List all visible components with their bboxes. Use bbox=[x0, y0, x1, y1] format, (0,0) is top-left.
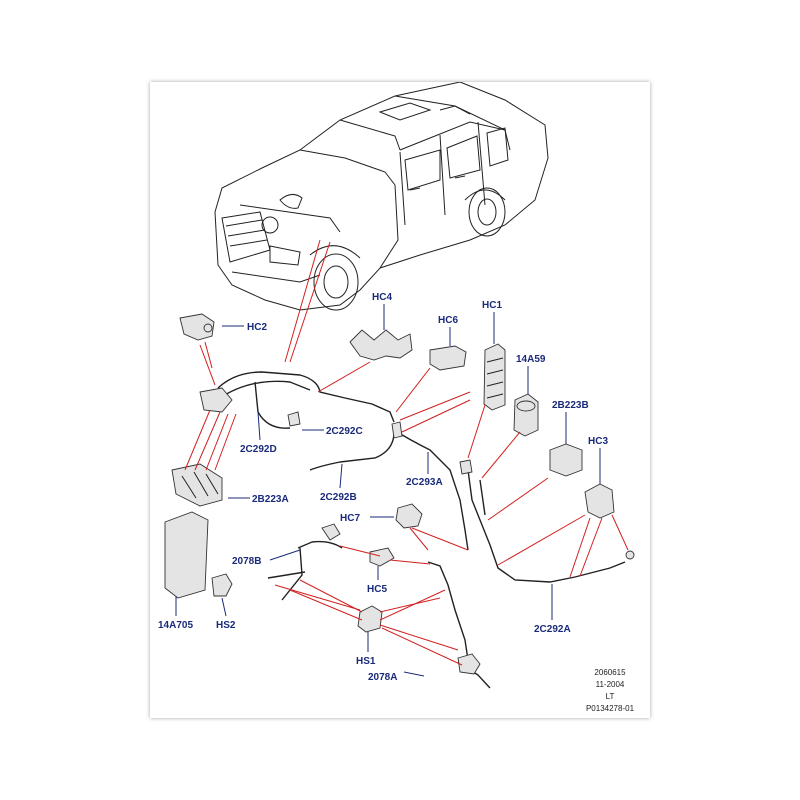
callout-2c292b: 2C292B bbox=[320, 492, 357, 503]
sensor-2078a-part bbox=[457, 653, 481, 675]
connector-left-part bbox=[199, 387, 233, 413]
clip-hc6-part bbox=[429, 345, 467, 371]
bracket-2b223a-part bbox=[171, 463, 223, 507]
callout-hc1: HC1 bbox=[482, 300, 502, 311]
callout-connectors bbox=[175, 304, 601, 652]
callout-14a59: 14A59 bbox=[516, 354, 546, 365]
callout-2078b: 2078B bbox=[232, 556, 261, 567]
callout-hc7: HC7 bbox=[340, 513, 360, 524]
callout-2b223b: 2B223B bbox=[552, 400, 589, 411]
bolt-hs2-part bbox=[211, 573, 233, 597]
clip-hc4-part bbox=[349, 329, 413, 361]
callout-2c292c: 2C292C bbox=[326, 426, 363, 437]
callout-2078a: 2078A bbox=[368, 672, 397, 683]
clip-hc1-part bbox=[483, 343, 506, 411]
parts-diagram: HC2 HC4 HC6 HC1 14A59 2B223B HC3 2C292C … bbox=[158, 82, 635, 713]
callout-hc6: HC6 bbox=[438, 315, 458, 326]
leader-lines bbox=[184, 239, 629, 666]
connector-junction-part bbox=[391, 421, 403, 439]
grommet-14a59-part bbox=[513, 393, 539, 437]
harness-wiring bbox=[217, 371, 626, 689]
callout-2c292d: 2C292D bbox=[240, 444, 277, 455]
callout-hc4: HC4 bbox=[372, 292, 392, 303]
callout-hs2: HS2 bbox=[216, 620, 236, 631]
callout-2c292a: 2C292A bbox=[534, 624, 571, 635]
connector-2c293a-part bbox=[459, 459, 473, 475]
reference-code: LT bbox=[606, 692, 615, 701]
diagram-frame: HC2 HC4 HC6 HC1 14A59 2B223B HC3 2C292C … bbox=[150, 82, 650, 718]
callout-2c293a: 2C293A bbox=[406, 477, 443, 488]
bracket-2b223b-part bbox=[549, 443, 583, 477]
callout-hc5: HC5 bbox=[367, 584, 387, 595]
shield-14a705-part bbox=[164, 511, 209, 599]
grommet-hc7-part bbox=[395, 503, 423, 529]
parts bbox=[164, 313, 635, 675]
bolt-hs1-part bbox=[357, 605, 383, 633]
callout-ticks bbox=[222, 325, 425, 677]
callout-labels: HC2 HC4 HC6 HC1 14A59 2B223B HC3 2C292C … bbox=[158, 292, 608, 683]
reference-number: 2060615 bbox=[594, 668, 626, 677]
clip-hc2-hole bbox=[203, 323, 213, 333]
callout-hc3: HC3 bbox=[588, 436, 608, 447]
clip-hc2-part bbox=[179, 313, 215, 341]
clip-hc5-part bbox=[369, 547, 395, 567]
reference-part-id: P0134278-01 bbox=[586, 704, 635, 713]
clip-hc3-part bbox=[584, 483, 615, 519]
callout-2b223a: 2B223A bbox=[252, 494, 289, 505]
callout-14a705: 14A705 bbox=[158, 620, 193, 631]
reference-block: 2060615 11-2004 LT P0134278-01 bbox=[586, 668, 635, 713]
callout-hs1: HS1 bbox=[356, 656, 376, 667]
vehicle-illustration bbox=[214, 82, 549, 311]
clip-small-part bbox=[625, 550, 635, 560]
reference-date: 11-2004 bbox=[596, 680, 625, 689]
sensor-2078b-part bbox=[321, 523, 341, 541]
connector-2c292c-part bbox=[287, 411, 301, 427]
callout-hc2: HC2 bbox=[247, 322, 267, 333]
